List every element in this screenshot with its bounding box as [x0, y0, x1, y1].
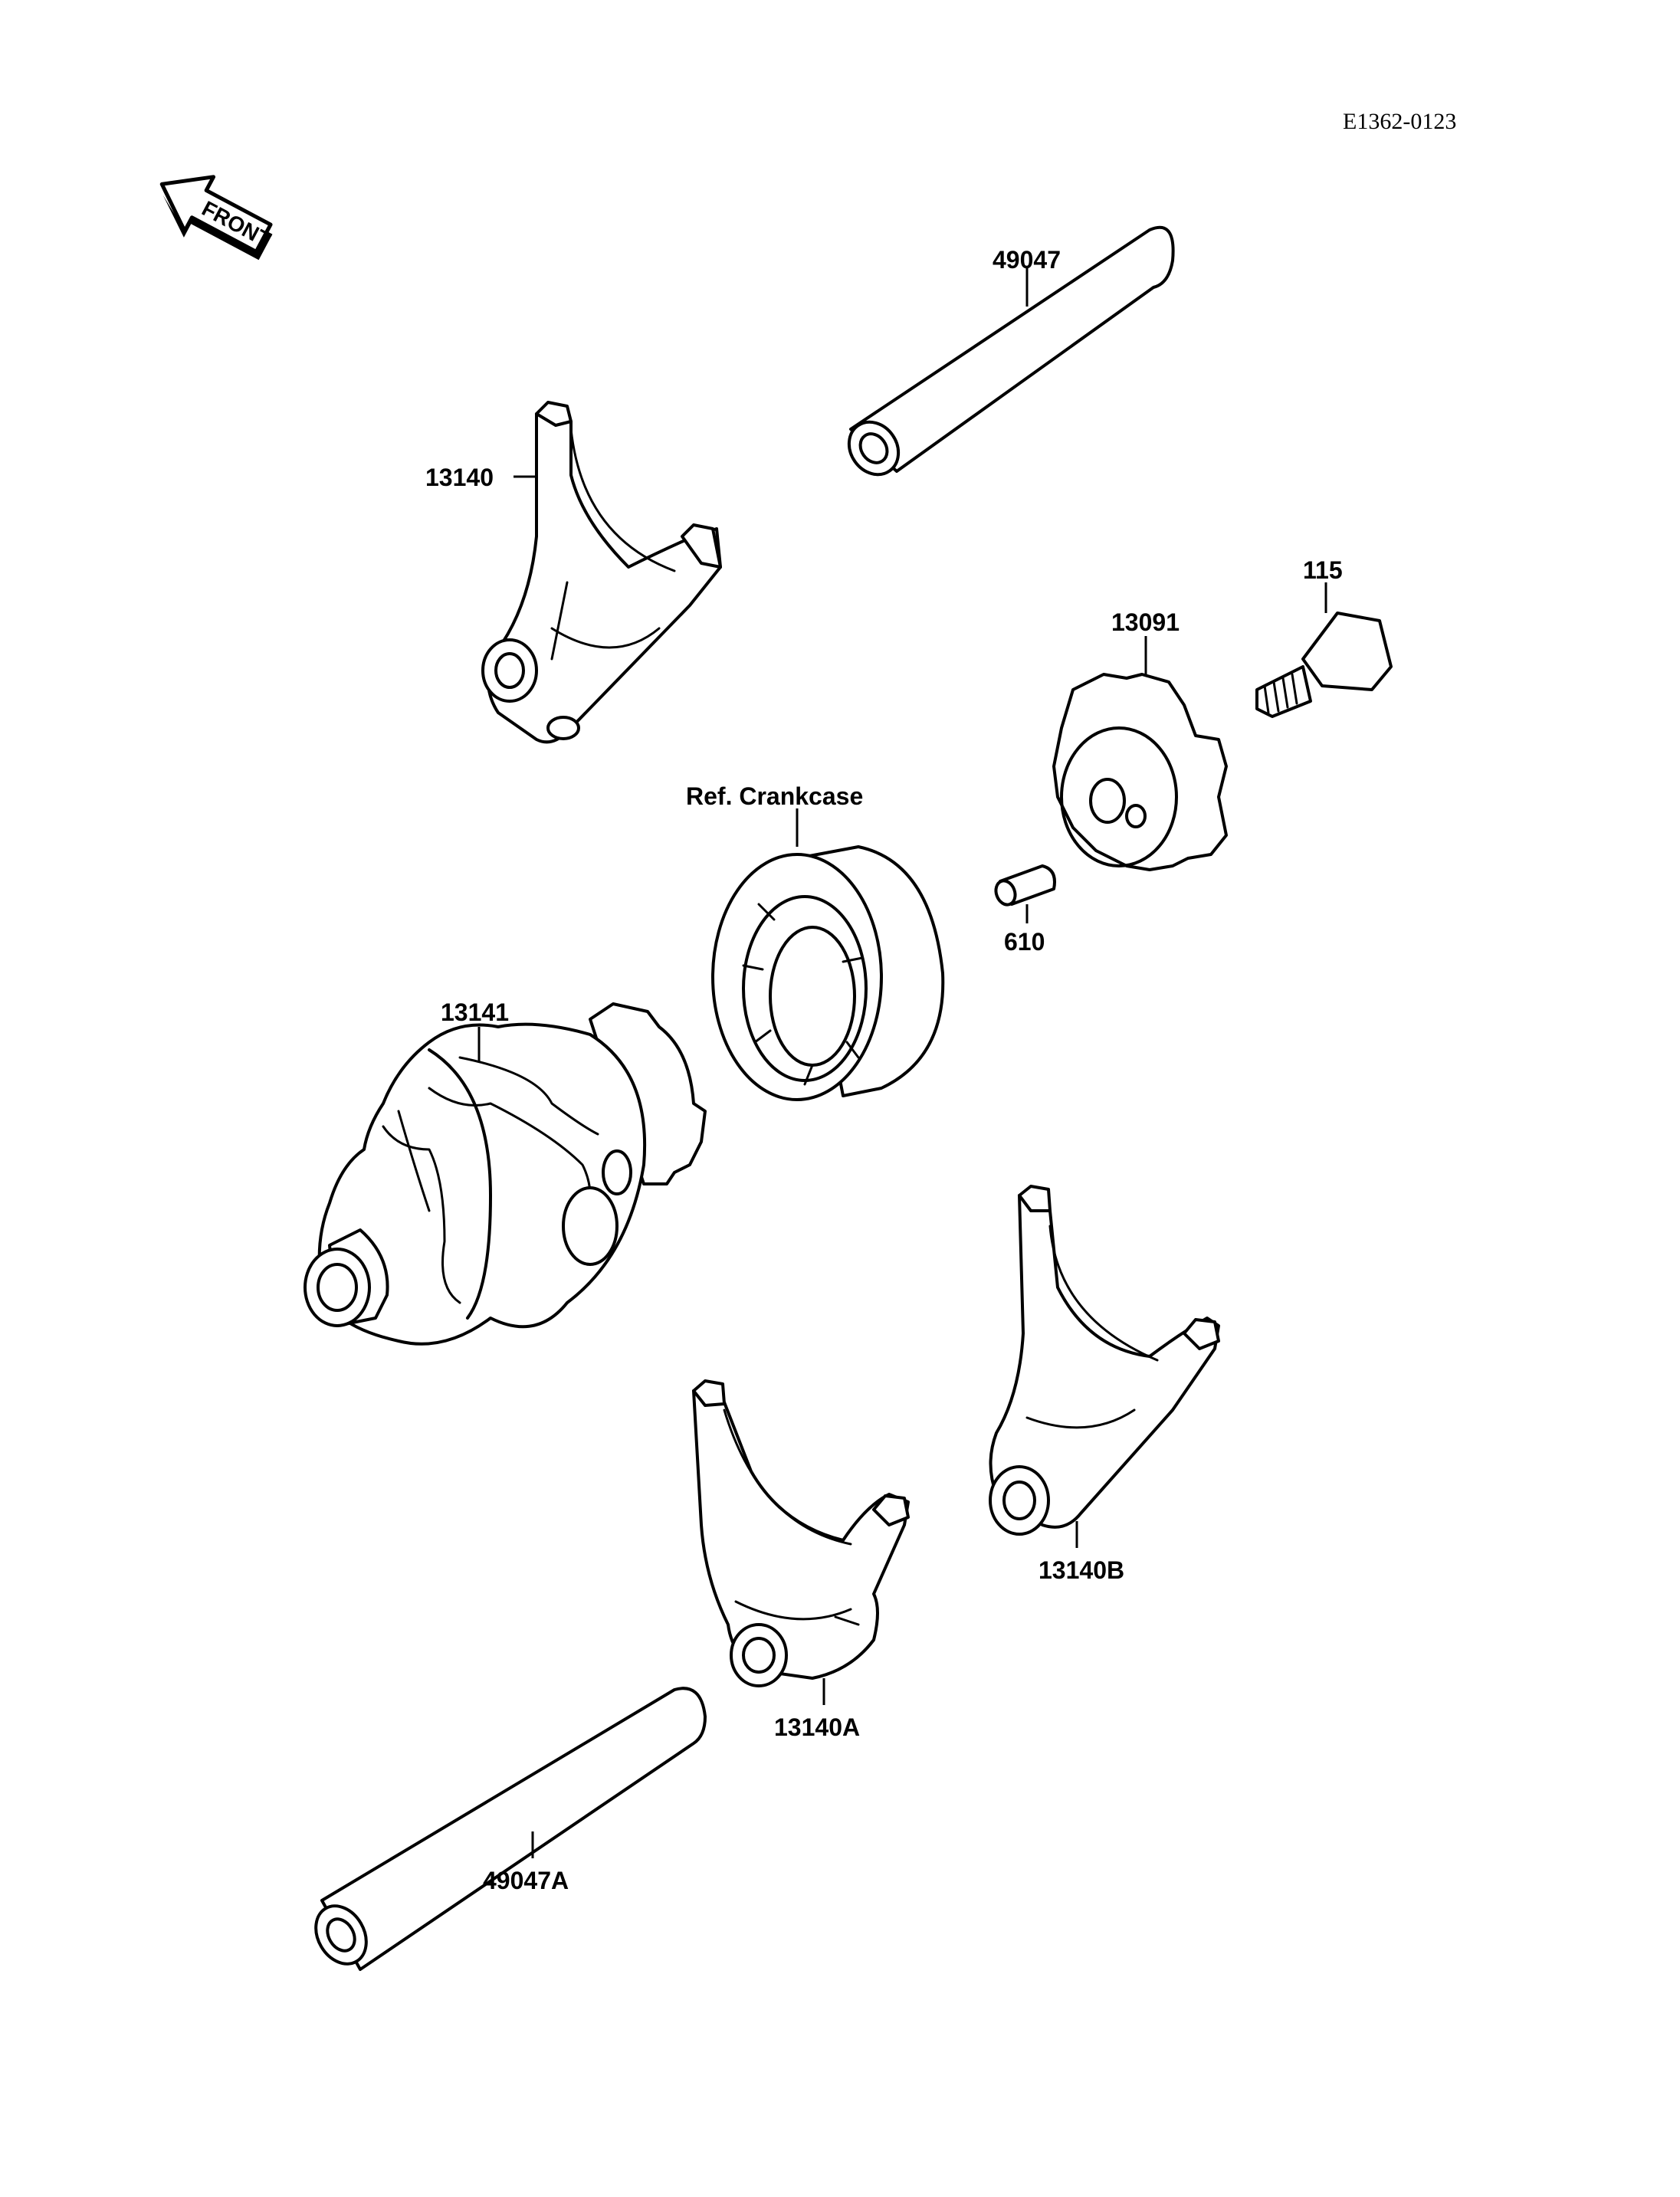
pin [994, 864, 1056, 923]
label-13141: 13141 [441, 998, 509, 1026]
label-49047A: 49047A [483, 1867, 569, 1894]
label-13140B: 13140B [1039, 1556, 1124, 1584]
label-13091: 13091 [1111, 608, 1180, 636]
bolt [1255, 582, 1393, 718]
label-ref-crankcase: Ref. Crankcase [686, 782, 863, 810]
shaft-lower [314, 1687, 707, 1971]
label-115: 115 [1303, 556, 1343, 584]
cam [1052, 636, 1228, 871]
shift-drum [304, 1002, 707, 1346]
bearing [711, 808, 945, 1101]
front-arrow-icon: FRONT [159, 175, 274, 261]
label-610: 610 [1004, 928, 1045, 956]
label-13140: 13140 [425, 464, 494, 491]
fork-upper [481, 401, 722, 744]
label-49047: 49047 [993, 246, 1061, 274]
shaft-upper [847, 225, 1175, 477]
fork-lower [692, 1379, 910, 1705]
diagram-code: E1362-0123 [1343, 109, 1456, 134]
label-13140A: 13140A [774, 1713, 860, 1741]
fork-right [989, 1185, 1220, 1548]
